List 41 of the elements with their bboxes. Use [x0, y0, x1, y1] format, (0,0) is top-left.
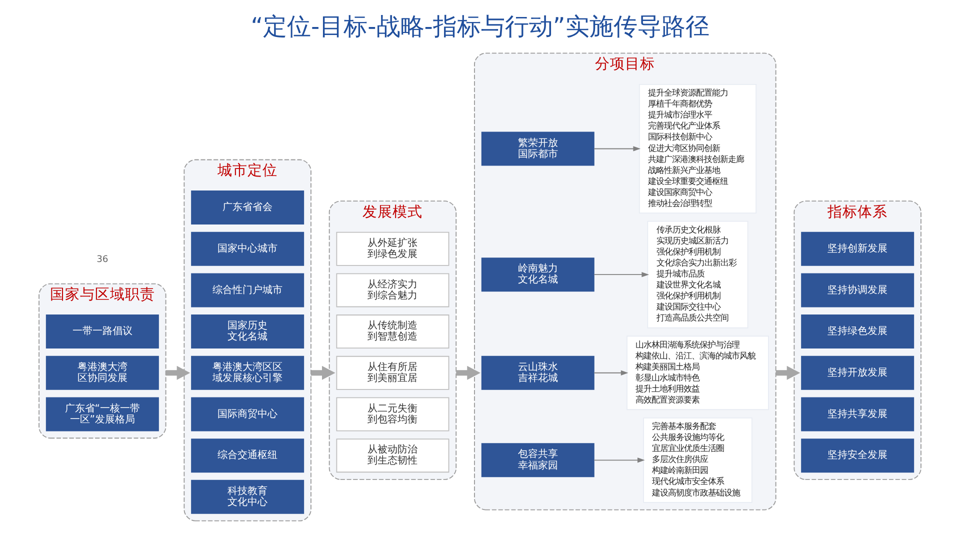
node-box: 传承历史文化根脉 实现历史城区新活力 强化保护利用机制 文化综合实力出新出彩 提升城市品质 建设世界文化名城 强化保护利用机制 建设国际交往中心 打造高品质公共空间 — [647, 220, 748, 328]
node-box: 综合交通枢纽 — [191, 438, 304, 473]
node-box: 坚持安全发展 — [801, 438, 914, 473]
node-box: 从外延扩张到绿色发展 — [336, 232, 450, 266]
node-box: 岭南魅力文化名城 — [481, 258, 594, 292]
arrow — [594, 458, 645, 463]
node-box: 包容共享幸福家园 — [481, 443, 594, 478]
label: 36 — [96, 254, 108, 266]
node-box: 综合性门户城市 — [191, 273, 304, 308]
node-box: 国家历史文化名城 — [191, 314, 304, 349]
node-box: 科技教育文化中心 — [191, 480, 304, 514]
node-box: 坚持绿色发展 — [801, 314, 914, 349]
node-box: 一带一路倡议 — [46, 314, 159, 349]
node-box: 坚持开放发展 — [801, 356, 914, 390]
node-box: 从住有所居到美丽宜居 — [336, 356, 450, 390]
node-box: 粤港澳大湾区区域发展核心引擎 — [191, 356, 304, 390]
arrow — [594, 370, 628, 376]
node-box: 广东省省会 — [191, 190, 304, 225]
arrow — [594, 146, 641, 152]
node-box: 坚持协调发展 — [801, 273, 914, 308]
node-box: 坚持共享发展 — [801, 397, 914, 432]
arrow — [166, 366, 190, 380]
node-box: 国家中心城市 — [191, 232, 304, 266]
diagram-title: “定位-目标-战略-指标与行动”实施传导路径 — [250, 12, 710, 41]
node-box: 完善基本服务配套 公共服务设施均等化 宜居宜业优质生活圈 多层次住房供应 构建岭南新田园 现代化城市安全体系 建设高韧度市政基础设施 — [643, 417, 752, 503]
node-box: 山水林田湖海系统保护与治理 构建依山、沿江、滨海的城市风貌 构建美丽国土格局 彰显山水城市特色 提升土地利用效益 高效配置资源要素 — [626, 336, 769, 410]
node-box: 坚持创新发展 — [801, 232, 914, 266]
node-box: 粤港澳大湾区协同发展 — [46, 356, 159, 390]
node-box: 云山珠水吉祥花城 — [481, 356, 594, 390]
node-box: 从二元失衡到包容均衡 — [336, 397, 450, 432]
arrow — [456, 366, 480, 380]
node-box: 从经济实力到综合魅力 — [336, 273, 450, 308]
node-box: 从传统制造到智慧创造 — [336, 314, 450, 349]
node-box: 繁荣开放国际都市 — [481, 132, 594, 166]
node-box: 国际商贸中心 — [191, 397, 304, 432]
node-box: 提升全球资源配置能力 厚植千年商都优势 提升城市治理水平 完善现代化产业体系 国际科技创新中心 促进大湾区协同创新 共建广深港澳科技创新走廊 战略性新兴产业基地 建设全球重要交通枢纽 建设国家商贸中心 推动社会治理转型 — [638, 84, 757, 214]
node-box: 广东省“一核一带一区”发展格局 — [46, 397, 159, 432]
arrow — [776, 366, 800, 380]
arrow — [310, 366, 336, 380]
arrow — [594, 272, 650, 278]
node-box: 从被动防治到生态韧性 — [336, 438, 450, 473]
